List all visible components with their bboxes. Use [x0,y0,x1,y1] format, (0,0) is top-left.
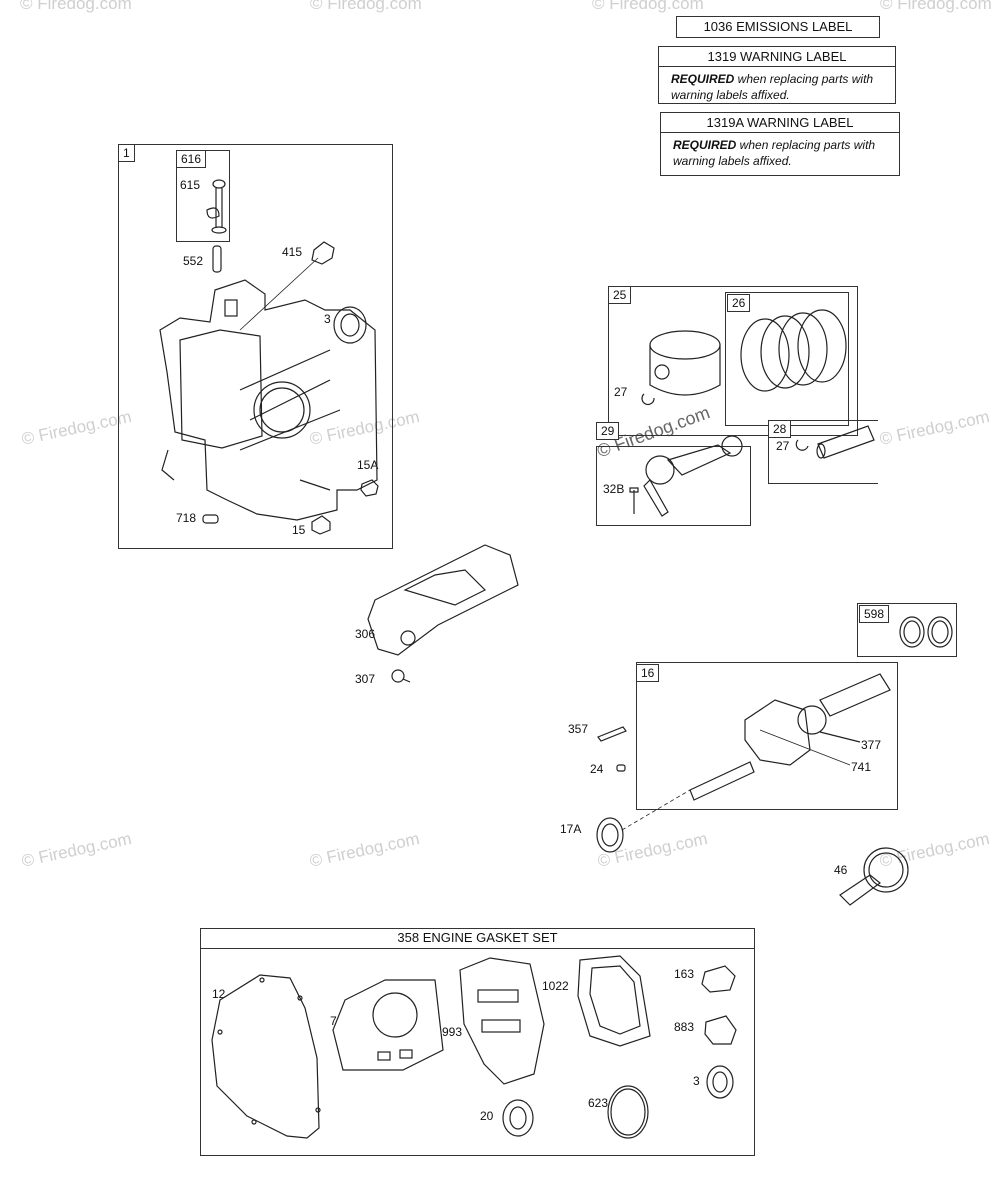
seals-group [857,603,957,657]
part-label: 12 [212,987,226,1001]
head-gasket-illustration [332,979,444,1071]
piston-rings-illustration [740,309,847,392]
engine-gasket-set-title: 358 ENGINE GASKET SET [200,928,755,949]
cam-gear-illustration [839,847,909,906]
part-label: 15A [357,458,379,472]
part-label: 415 [282,245,303,259]
crankshaft-illustration [689,673,891,801]
emissions-label-title: 1036 EMISSIONS LABEL [703,19,853,34]
group-number-valve: 616 [176,150,207,168]
part-label: 27 [776,439,790,453]
part-label: 32B [603,482,625,496]
part-label: 357 [568,722,589,736]
group-number-rings: 26 [727,294,751,312]
warning-label-1319-title: 1319 WARNING LABEL [659,47,895,67]
part-label: 3 [324,312,331,326]
part-label: 27 [614,385,628,399]
warning-label-1319-text: REQUIRED when replacing parts with warni… [671,72,874,102]
small-gasket-illustration [701,965,737,1099]
part-label: 306 [355,627,376,641]
warning-label-1319-notice: 1319 WARNING LABEL REQUIRED when replaci… [658,46,896,104]
valve-illustration [206,179,227,234]
part-label: 24 [590,762,604,776]
part-label: 46 [834,863,848,877]
group-number-piston: 25 [608,286,632,304]
part-label: 623 [588,1096,609,1110]
part-label: 718 [176,511,197,525]
connecting-rod-group [596,446,751,526]
seal-illustration [502,1085,649,1139]
connecting-rod-illustration [629,435,743,517]
part-label: 741 [851,760,872,774]
part-label: 3 [693,1074,700,1088]
part-label: 20 [480,1109,494,1123]
warning-label-1319a-notice: 1319A WARNING LABEL REQUIRED when replac… [660,112,900,176]
group-number-block: 1 [118,144,135,162]
drain-plug-illustration [311,515,331,535]
group-number-rod: 29 [596,422,620,440]
part-label: 307 [355,672,376,686]
watermark: © Firedog.com [20,0,132,13]
emissions-label-notice: 1036 EMISSIONS LABEL [676,16,880,38]
part-label: 615 [180,178,201,192]
cylinder-block-illustration [159,279,378,521]
watermark: © Firedog.com [592,0,704,13]
warning-label-1319a-title: 1319A WARNING LABEL [661,113,899,133]
piston-illustration [641,330,721,406]
dowel-pin-illustration [202,514,219,524]
group-number-crank: 16 [636,664,660,682]
part-label: 377 [861,738,882,752]
crankshaft-group [636,662,898,810]
key-illustration [616,764,626,772]
part-label: 1022 [542,979,569,993]
piston-pin-illustration [795,425,875,459]
cylinder-block-group [118,144,393,549]
baffle-cover-illustration [367,544,519,656]
part-label: 552 [183,254,204,268]
oil-seal-illustration [333,306,367,344]
valve-cover-gasket-illustration [577,955,651,1047]
crankcase-gasket-illustration [211,974,321,1139]
seal-rings-illustration [899,616,953,648]
piston-pin-group [768,420,878,484]
bearing-illustration [596,789,691,853]
watermark: © Firedog.com [880,0,992,13]
valve-guide-illustration [212,245,222,273]
screw-illustration [391,669,411,683]
part-label: 17A [560,822,582,836]
part-label: 163 [674,967,695,981]
part-label: 15 [292,523,306,537]
plug-illustration [360,479,379,497]
part-label: 993 [442,1025,463,1039]
watermark: © Firedog.com [310,0,422,13]
part-label: 883 [674,1020,695,1034]
group-number-pin: 28 [768,420,792,438]
group-number-seals: 598 [859,605,890,623]
breather-illustration [311,241,335,265]
cylinder-head-gasket-illustration [459,957,545,1085]
key-illustration [597,726,627,742]
engine-gasket-set-group [200,928,755,1156]
part-label: 7 [330,1014,337,1028]
warning-label-1319a-text: REQUIRED when replacing parts with warni… [673,138,876,168]
